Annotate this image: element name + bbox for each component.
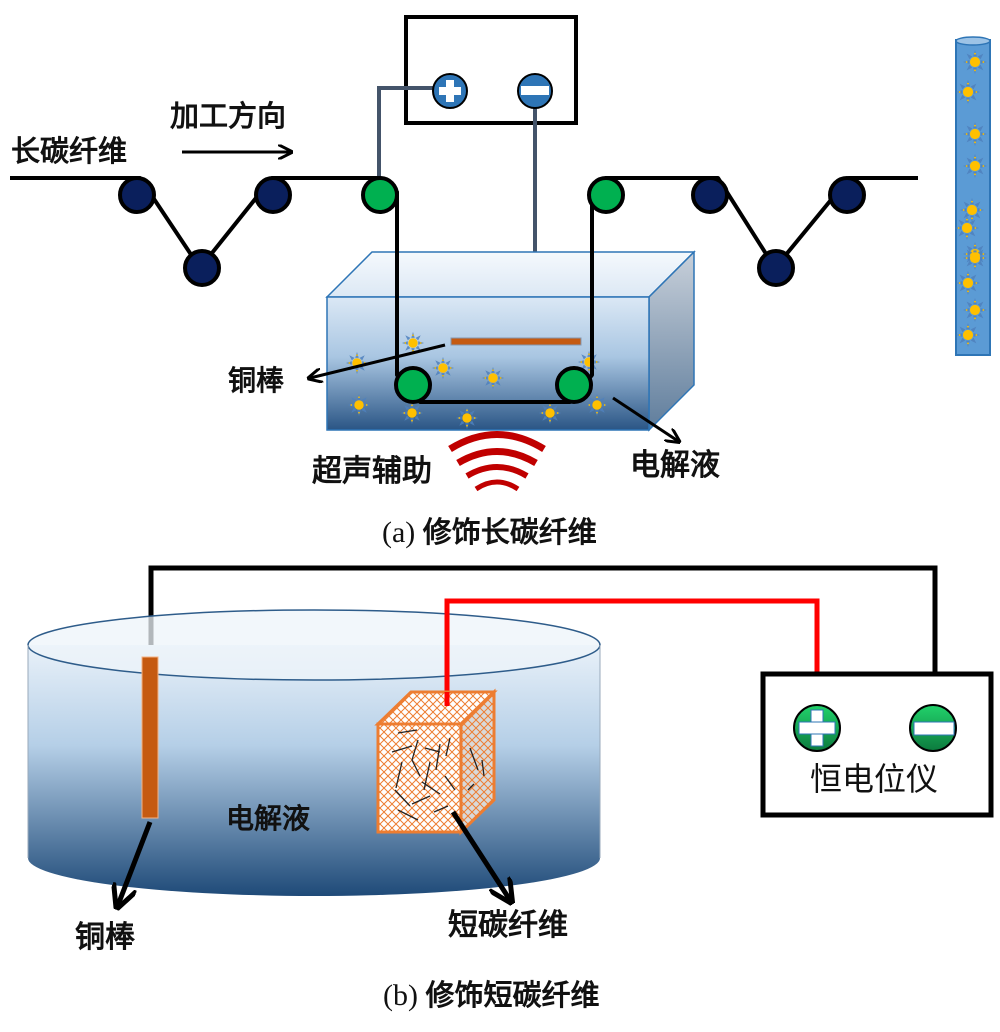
positive-terminal	[432, 73, 468, 109]
short-fiber-strand	[433, 805, 449, 813]
short-fiber-strand	[397, 809, 419, 821]
guide-roller	[828, 176, 866, 214]
label-ultrasound-assist: 超声辅助	[312, 454, 432, 489]
copper-rod-pointer-b	[118, 821, 153, 905]
short-fiber-pointer	[450, 810, 510, 900]
short-fiber-strand	[411, 739, 419, 761]
label-copper-rod-b: 铜棒	[75, 920, 135, 955]
negative-terminal	[517, 73, 553, 109]
power-supply-box	[404, 15, 578, 125]
guide-roller	[691, 176, 729, 214]
caption-b-text: 修饰短碳纤维	[425, 978, 600, 1012]
red-wire	[444, 598, 820, 712]
copper-rod-b	[141, 656, 159, 819]
label-copper-rod-a: 铜棒	[228, 364, 285, 397]
short-fiber-strand	[395, 761, 403, 789]
short-fiber-strand	[391, 745, 413, 753]
positive-wire	[377, 86, 450, 182]
label-electrolyte-a: 电解液	[630, 448, 720, 483]
copper-rod-pointer	[310, 343, 446, 378]
short-fiber-strand	[467, 783, 475, 791]
guide-roller	[254, 176, 292, 214]
rollers	[118, 176, 866, 404]
short-fiber-strand	[411, 759, 421, 777]
guide-roller	[118, 176, 156, 214]
electrode-roller	[394, 366, 432, 404]
short-fiber-strand	[445, 737, 451, 757]
label-short-carbon-fiber: 短碳纤维	[448, 908, 568, 943]
ultrasound-icon	[448, 431, 546, 492]
short-fiber-basket	[374, 688, 498, 836]
label-electrolyte-b: 电解液	[226, 802, 311, 835]
caption-a-text: 修饰长碳纤维	[422, 515, 597, 549]
label-potentiostat: 恒电位仪	[810, 760, 939, 798]
label-long-carbon-fiber: 长碳纤维	[11, 134, 128, 168]
panel-a	[10, 15, 991, 492]
electrolyte-pointer	[612, 396, 678, 441]
electrode-roller	[555, 366, 593, 404]
caption-b: (b) 修饰短碳纤维	[383, 981, 600, 1011]
electrolyte-beaker	[27, 609, 601, 896]
short-fiber-strand	[444, 775, 456, 791]
short-fiber-strand	[411, 795, 431, 805]
potentiostat-positive-terminal	[793, 704, 841, 752]
guide-roller	[757, 249, 795, 287]
short-fiber-strand	[421, 781, 441, 795]
potentiostat-negative-terminal	[909, 704, 957, 752]
short-fiber-strand	[469, 747, 479, 771]
black-wire	[148, 565, 938, 712]
long-carbon-fiber	[10, 176, 918, 404]
short-fiber-strand	[394, 789, 411, 807]
copper-rod	[450, 337, 582, 346]
caption-a-prefix: (a)	[382, 516, 416, 549]
electrode-roller	[587, 176, 625, 214]
guide-roller	[183, 249, 221, 287]
short-fiber-strand	[423, 761, 431, 791]
caption-a: (a) 修饰长碳纤维	[382, 518, 597, 548]
caption-b-prefix: (b)	[383, 979, 418, 1012]
short-fiber-strand	[435, 743, 441, 771]
short-fiber-strand	[481, 759, 485, 777]
label-processing-direction: 加工方向	[170, 99, 287, 133]
modified-fiber-inset	[954, 36, 991, 356]
short-fiber-strand	[424, 747, 441, 753]
panel-b	[27, 565, 994, 905]
electrode-roller	[361, 176, 399, 214]
short-fiber-strand	[397, 729, 418, 734]
